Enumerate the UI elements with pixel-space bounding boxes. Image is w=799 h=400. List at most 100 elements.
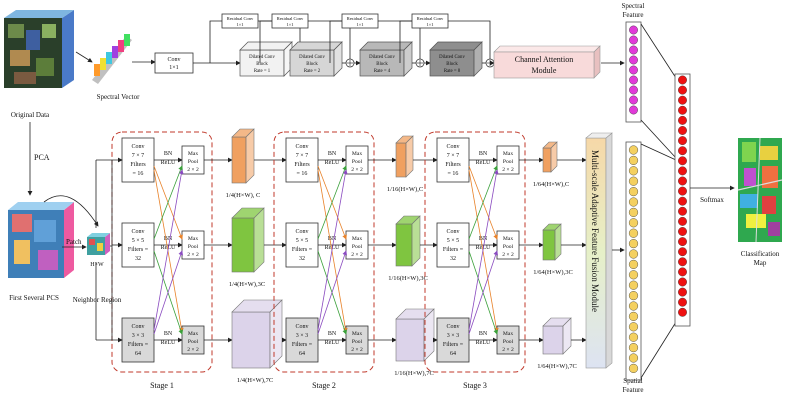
residual-conv-size: 1×1	[426, 22, 433, 27]
residual-conv-size: 1×1	[286, 22, 293, 27]
feature-map-cube	[395, 308, 435, 362]
feature-map-label: 1/64(H×W),7C	[537, 363, 577, 370]
concat-feature-nodes	[678, 75, 687, 317]
conv-label: 64	[135, 351, 141, 357]
cross-scale-arrow	[317, 250, 347, 335]
concat-node	[678, 156, 687, 166]
first-pcs-image	[8, 202, 74, 278]
spatial-node	[628, 291, 639, 301]
dilated-block-rate: Rate = 8	[444, 69, 461, 74]
conv-label: Conv	[446, 144, 459, 150]
conv-label: 32	[450, 256, 456, 262]
concat-node	[678, 166, 687, 176]
max-pool-label: Pool	[503, 244, 514, 250]
feature-map-label: 1/4(H×W), C	[226, 192, 261, 199]
channel-attention-module	[493, 45, 601, 79]
bn-label: BN	[164, 151, 173, 157]
max-pool-label: Pool	[352, 159, 363, 165]
hxw-label: H×W	[90, 262, 104, 268]
conv-label: 7 × 7	[132, 153, 144, 159]
conv-label: 32	[135, 256, 141, 262]
concat-node	[678, 115, 687, 125]
max-pool-label: 2 × 2	[351, 252, 363, 258]
max-pool-label: Max	[188, 331, 198, 337]
concat-node	[678, 95, 687, 105]
spectral-node	[629, 25, 638, 35]
conv-label: Filters =	[443, 247, 464, 253]
max-pool-label: Max	[188, 151, 198, 157]
relu-label: ReLU	[325, 160, 340, 166]
conv-label: 3 × 3	[296, 333, 308, 339]
spectral-feature-label-2: Feature	[623, 11, 644, 19]
conv-1x1-size: 1×1	[169, 65, 178, 71]
relu-label: ReLU	[161, 340, 176, 346]
max-pool-label: 2 × 2	[502, 347, 514, 353]
conv-label: 5 × 5	[447, 238, 459, 244]
bn-label: BN	[328, 236, 337, 242]
conv-box	[285, 137, 319, 183]
spectral-feature-label-1: Spectral	[622, 2, 645, 10]
max-pool-label: Pool	[503, 339, 514, 345]
conv-label: Conv	[446, 229, 459, 235]
conv-label: Conv	[131, 144, 144, 150]
spectral-node	[629, 65, 638, 75]
residual-conv-label: Residual Conv	[347, 16, 374, 21]
spatial-node	[628, 343, 639, 353]
conv-label: Conv	[295, 324, 308, 330]
dilated-block-label: Dilated Conv	[249, 55, 275, 60]
spectral-vector-label: Spectral Vector	[97, 93, 140, 101]
max-pool-label: 2 × 2	[187, 347, 199, 353]
concat-node	[678, 297, 687, 307]
dilated-block-rate: Rate = 4	[374, 69, 391, 74]
cross-scale-arrow	[153, 165, 183, 240]
max-pool-label: Pool	[352, 244, 363, 250]
bn-label: BN	[479, 331, 488, 337]
residual-conv-label: Residual Conv	[417, 16, 444, 21]
conv-label: Filters =	[292, 342, 313, 348]
conv-label: 64	[299, 351, 305, 357]
max-pool-label: 2 × 2	[502, 167, 514, 173]
spectral-vector-bar	[92, 34, 132, 84]
conv-label: 7 × 7	[296, 153, 308, 159]
feature-map-cube	[231, 207, 265, 273]
max-pool-label: Pool	[503, 159, 514, 165]
spatial-node	[628, 239, 639, 249]
spatial-node	[628, 249, 639, 259]
max-pool-label: Pool	[188, 244, 199, 250]
conv-label: Conv	[131, 229, 144, 235]
patch-label: Patch	[66, 238, 82, 246]
spatial-node	[628, 145, 639, 155]
concat-node	[678, 287, 687, 297]
conv-label: Filters	[130, 162, 146, 168]
classification-map-label-1: Classification	[741, 250, 780, 258]
bn-label: BN	[328, 331, 337, 337]
concat-node	[678, 247, 687, 257]
spatial-node	[628, 322, 639, 332]
conv-label: = 16	[448, 171, 459, 177]
original-data-label: Original Data	[11, 111, 50, 119]
conv-label: Filters	[445, 162, 461, 168]
max-pool-label: Max	[188, 236, 198, 242]
feature-map-cube	[542, 317, 572, 355]
concat-node	[678, 237, 687, 247]
feature-map-label: 1/64(H×W),3C	[533, 269, 573, 276]
spectral-node	[629, 35, 638, 45]
feature-map-cube	[395, 215, 421, 267]
conv-label: 3 × 3	[132, 333, 144, 339]
original-data-image	[4, 10, 74, 88]
conv-label: Conv	[295, 144, 308, 150]
dilated-block-rate: Rate = 1	[254, 69, 271, 74]
spectral-node	[629, 45, 638, 55]
conv-label: 3 × 3	[447, 333, 459, 339]
spatial-node	[628, 259, 639, 269]
feature-map-label: 1/4(H×W),3C	[229, 281, 265, 288]
cam-label-2: Module	[532, 66, 557, 75]
conv-label: 7 × 7	[447, 153, 459, 159]
concat-node	[678, 277, 687, 287]
conv-label: Filters =	[443, 342, 464, 348]
neighbor-region-label: Neighbor Region	[73, 296, 122, 304]
conv-label: Filters =	[128, 342, 149, 348]
spectral-node	[629, 75, 638, 85]
spectral-node	[629, 95, 638, 105]
